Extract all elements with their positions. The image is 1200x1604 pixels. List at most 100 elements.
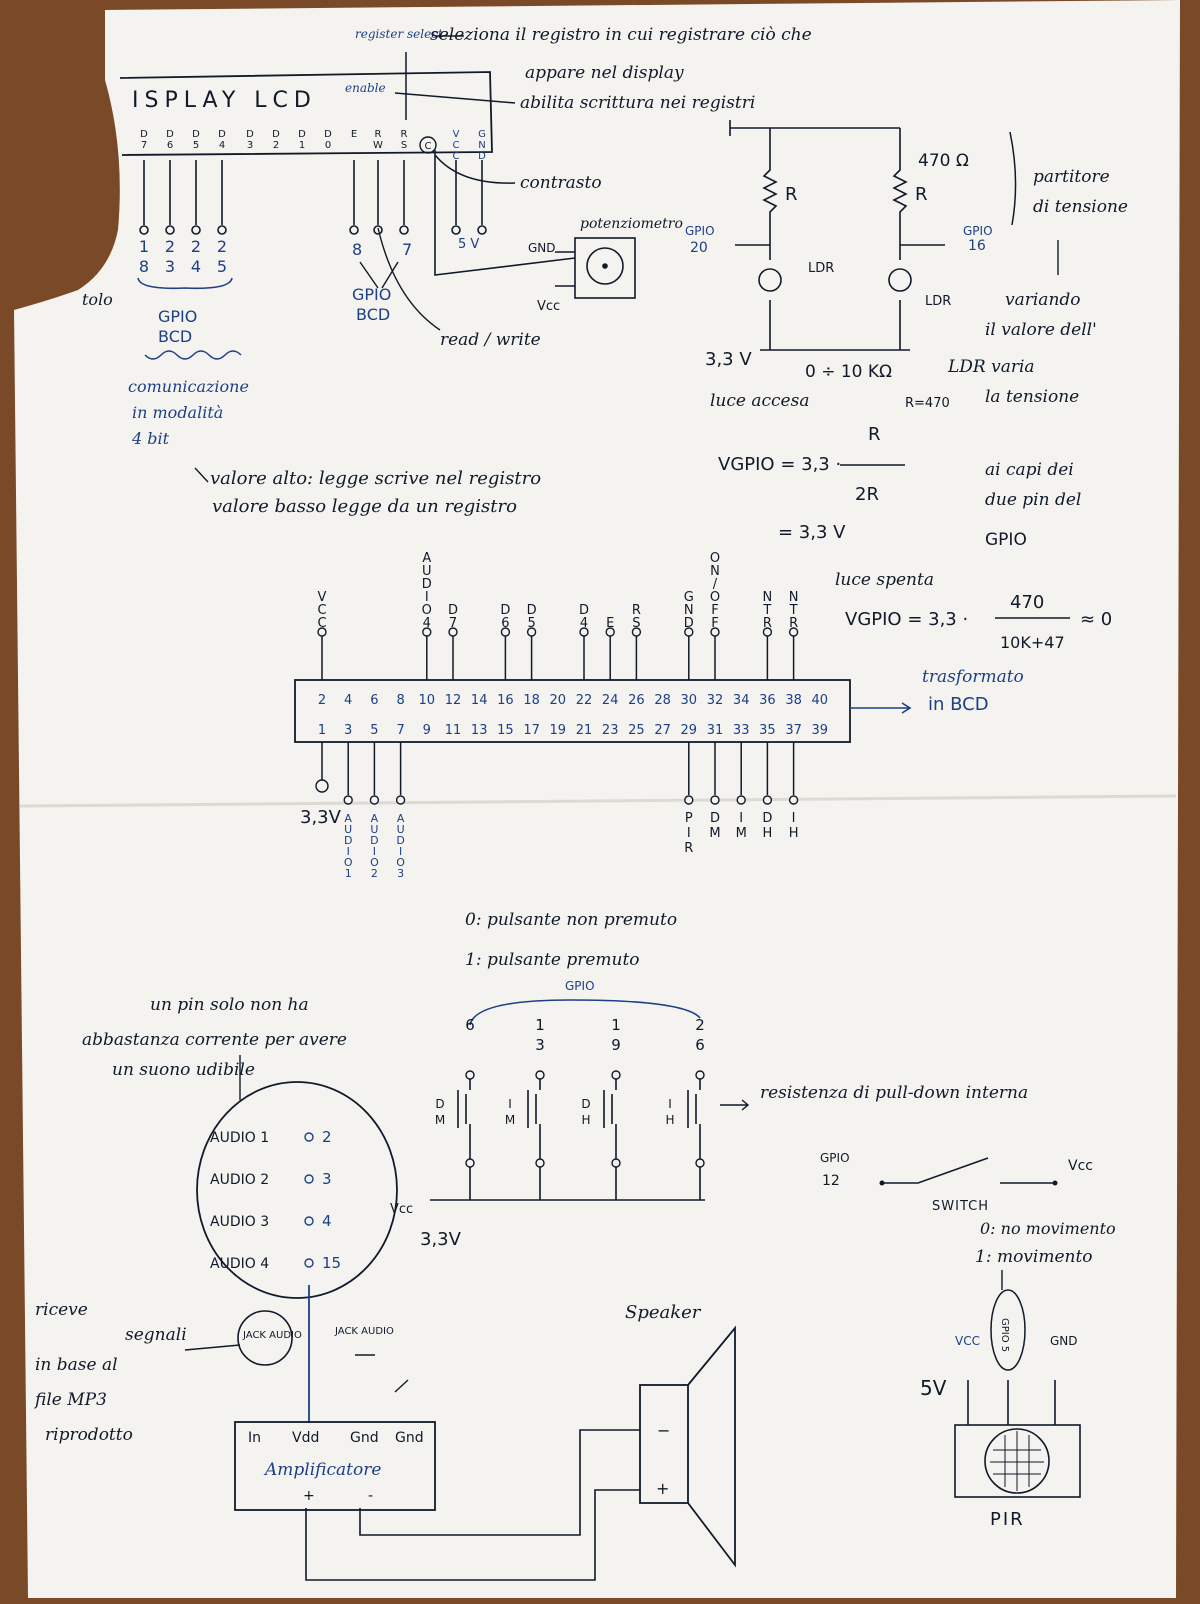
pir-gpio-oval (990, 1289, 1026, 1371)
header-pin-number: 18 (523, 693, 540, 708)
paper-sheet (14, 0, 1180, 1598)
buttons-legend-0: 0: pulsante non premuto (465, 910, 677, 930)
header-pin-number: 21 (576, 723, 593, 738)
button-label: M (435, 1113, 445, 1127)
header-top-pin-label-char: D (527, 603, 537, 618)
lcd-enable-note: abilita scrittura nei registri (520, 93, 755, 113)
header-pin-number: 4 (344, 693, 352, 708)
header-bottom-pin-label: DH (762, 811, 772, 841)
formula-1-den: 2R (855, 484, 879, 505)
header-pin-number: 24 (602, 693, 619, 708)
ldr-top-rail (729, 120, 900, 136)
receive-note-2: segnali (125, 1325, 187, 1345)
lcd-gpio-label-2: BCD (158, 327, 192, 346)
lcd-pin-label: 7 (141, 140, 147, 151)
header-top-pin-terminal (526, 627, 537, 637)
header-top-pin-label-char: F (711, 616, 718, 631)
lcd-pin-terminal (139, 225, 149, 235)
header-bottom-pin-label-char: U (370, 823, 378, 836)
header-vcc-left: 3,3V (300, 807, 342, 828)
lcd-register-select-label: register select (355, 27, 443, 41)
lcd-contrast-pin-circle (419, 136, 437, 154)
potentiometer-wires (434, 150, 576, 287)
ldr-right-resistor-label: R (915, 184, 928, 205)
ldr-divider-note-1: partitore (1033, 167, 1110, 187)
amplifier-pin-label: Vdd (292, 1430, 319, 1446)
switch-line (882, 1157, 1055, 1184)
switch-gpio: GPIO (820, 1151, 850, 1165)
lcd-pin-terminal (477, 225, 487, 235)
ldr-vary-note-4: la tensione (985, 387, 1079, 407)
formula-1-result: = 3,3 V (778, 522, 846, 543)
lcd-er-arrows (359, 261, 399, 289)
lcd-pin-terminal (217, 225, 227, 235)
amplifier-minus: - (368, 1488, 373, 1504)
header-bottom-pin-label-char: 3 (397, 867, 404, 880)
header-top-pin-label: NTR (762, 590, 772, 631)
ldr-supply: 3,3 V (705, 349, 752, 370)
header-top-pin-label-char: O (710, 590, 720, 605)
pir-legend-0: 0: no movimento (980, 1219, 1116, 1238)
amplifier-plus: + (303, 1488, 315, 1504)
edge-scrap-text: tolo (82, 290, 113, 309)
lcd-pin-label: D (166, 129, 174, 140)
lcd-data-gpio-number: 1 (139, 237, 149, 256)
header-pin-number: 9 (423, 723, 431, 738)
lcd-pin-label: V (453, 129, 460, 140)
header-bottom-pin-label-char: 2 (371, 867, 378, 880)
header-top-pin-label-char: T (789, 603, 798, 618)
formula-2-num: 470 (1010, 592, 1044, 613)
header-bottom-pin-label-char: 1 (345, 867, 352, 880)
header-bottom-pin-label: DM (709, 811, 720, 841)
lcd-pin-label: N (478, 140, 485, 151)
header-top-pin-label: D7 (448, 603, 458, 631)
header-top-pin-label-char: D (579, 603, 589, 618)
header-pin-number: 38 (785, 693, 802, 708)
header-pin-number: 27 (654, 723, 671, 738)
push-button-symbol (527, 1079, 541, 1200)
lcd-data-gpio-number: 2 (191, 237, 201, 256)
header-pin-number: 6 (370, 693, 378, 708)
buttons-supply: 3,3V (420, 1229, 462, 1250)
header-top-pin-label: ON/OFF (710, 551, 720, 631)
lcd-register-select-note-2: appare nel display (525, 63, 684, 83)
lcd-pin-label: 4 (219, 140, 225, 151)
header-bottom-pin-label-char: U (397, 823, 405, 836)
lcd-pin-label: D (298, 129, 306, 140)
ldr-gpio-right-1: GPIO (963, 224, 993, 238)
header-top-pin-label-char: R (632, 603, 641, 618)
pir-lens (984, 1428, 1050, 1494)
header-bottom-pin-label-char: M (709, 826, 720, 841)
header-pin-number: 39 (812, 723, 829, 738)
header-top-pin-label-char: 5 (527, 616, 535, 631)
header-top-pin-label-char: N (684, 603, 694, 618)
header-top-pin-terminal (684, 627, 694, 637)
divider-brace (1009, 131, 1017, 226)
lcd-pin-label: 0 (325, 140, 331, 151)
audio-channel-pin: 15 (322, 1254, 341, 1272)
audio-channel-pin: 4 (322, 1212, 332, 1230)
header-top-pin-label-char: 4 (423, 616, 431, 631)
lcd-pin-label: 2 (273, 140, 279, 151)
header-top-pin-label-char: A (422, 551, 431, 566)
header-top-pin-label: D4 (579, 603, 589, 631)
pir-gpio: GPIO 5 (999, 1318, 1010, 1352)
header-top-pin-label-char: S (632, 616, 640, 631)
header-pin-number: 19 (550, 723, 567, 738)
audio-channel-pin: 2 (322, 1128, 332, 1146)
header-top-pin-label: RS (632, 603, 641, 631)
ldr-gpio-right-2: 16 (968, 238, 986, 254)
button-label: I (668, 1097, 672, 1111)
potentiometer-body (574, 237, 636, 299)
pir-body (954, 1424, 1081, 1498)
bcd-note-2: in BCD (928, 694, 989, 715)
header-bottom-pin-label-char: O (370, 856, 379, 869)
button-label: I (508, 1097, 512, 1111)
lcd-data-gpio-number: 5 (217, 257, 227, 276)
receive-note-3: in base al (35, 1355, 118, 1375)
ldr-divider-circuit (729, 120, 945, 351)
